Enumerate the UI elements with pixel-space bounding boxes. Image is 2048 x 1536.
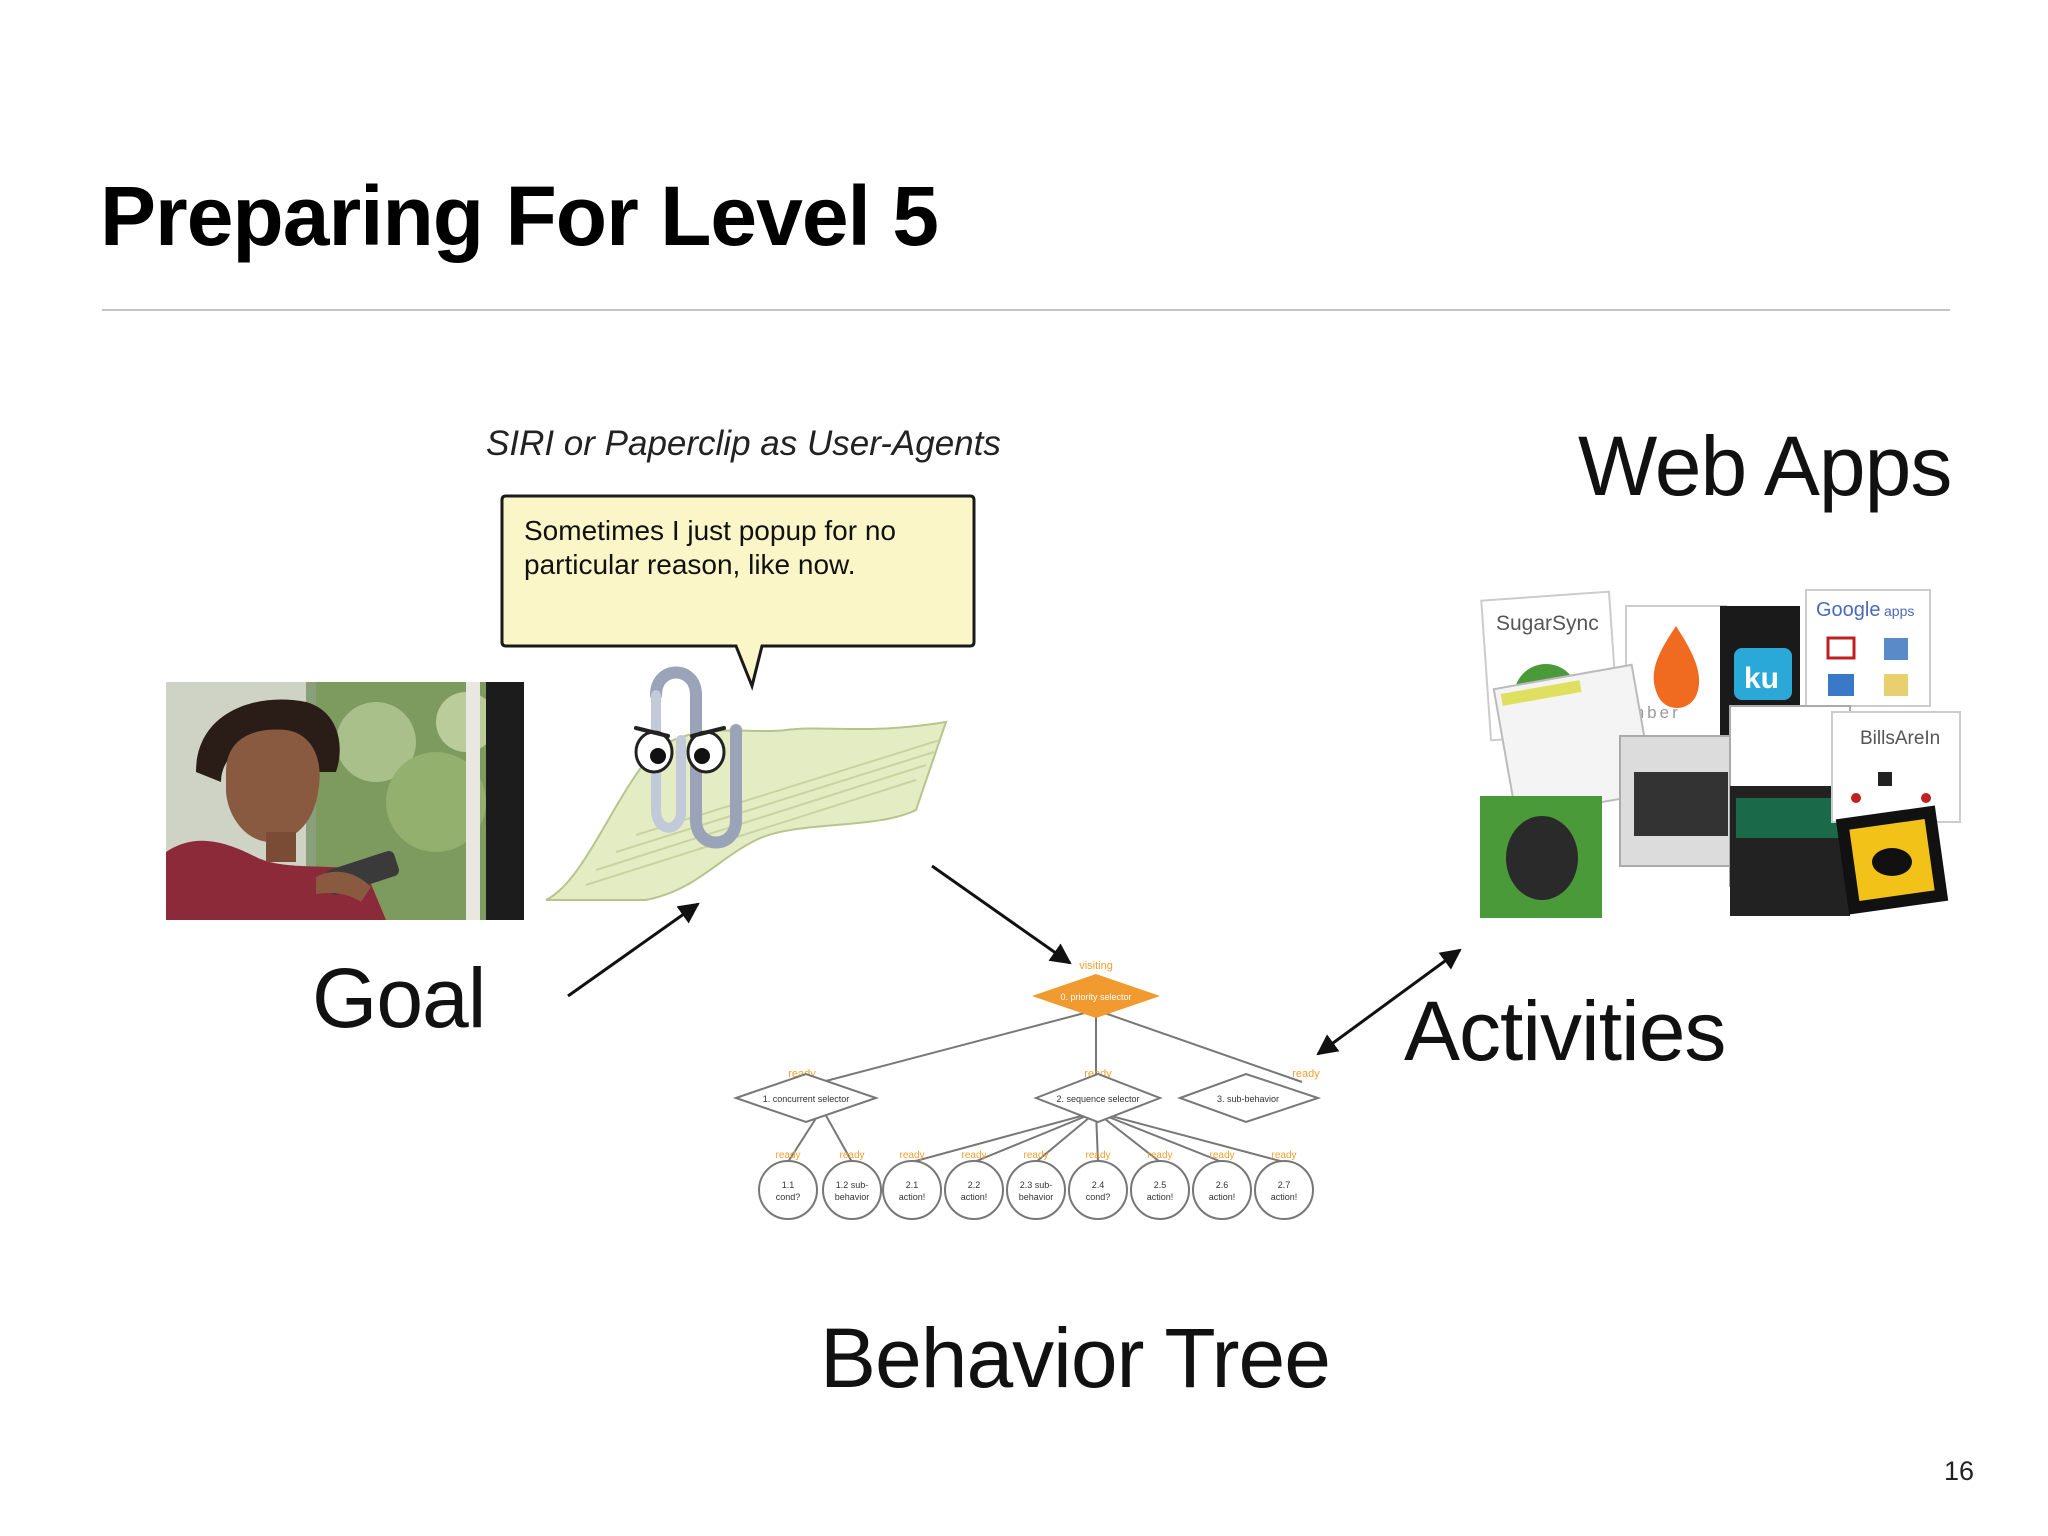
leaf-status: ready xyxy=(1085,1150,1110,1161)
leaf-status: ready xyxy=(839,1150,864,1161)
leaf-node-sublabel: action! xyxy=(961,1192,988,1202)
leaf-node-label: 2.1 xyxy=(906,1180,919,1190)
arrow-clippy-to-tree xyxy=(931,864,1072,965)
leaf-node-label: 2.7 xyxy=(1278,1180,1291,1190)
svg-text:3. sub-behavior: 3. sub-behavior xyxy=(1217,1094,1279,1104)
leaf-node-sublabel: cond? xyxy=(1086,1192,1111,1202)
google-logo-text: Google xyxy=(1816,599,1881,621)
leaf-node-sublabel: action! xyxy=(1147,1192,1174,1202)
leaf-node-sublabel: cond? xyxy=(776,1192,801,1202)
billsarein-card: BillsAreIn xyxy=(1831,711,1961,823)
speech-bubble xyxy=(500,494,976,691)
leaf-node-sublabel: behavior xyxy=(1019,1192,1054,1202)
leaf-node-label: 2.6 xyxy=(1216,1180,1229,1190)
gmail-icon xyxy=(1826,636,1856,660)
paperclip-body xyxy=(650,666,742,849)
node-sub-behavior xyxy=(1177,1072,1322,1124)
svg-text:2. sequence selector: 2. sequence selector xyxy=(1056,1094,1139,1104)
ku-logo-text: ku xyxy=(1744,662,1779,695)
n3-status: ready xyxy=(1292,1068,1320,1080)
leaf-node-label: 1.2 sub- xyxy=(836,1180,869,1190)
leaf-status: ready xyxy=(899,1150,924,1161)
root-status: visiting xyxy=(1079,960,1113,972)
leaf-node-circle xyxy=(1068,1160,1128,1220)
sites-icon xyxy=(1884,638,1908,660)
bubble-text-line1: Sometimes I just popup for no xyxy=(524,515,896,546)
video-card xyxy=(1619,735,1743,867)
leaf-node-circle xyxy=(1254,1160,1314,1220)
web-apps-collage: SugarSync mber ku Google apps Bi xyxy=(1480,589,1961,918)
behavior-tree-diagram: visiting 0. priority selector ready read… xyxy=(732,960,1322,1220)
clippy-assistant: Sometimes I just popup for no particular… xyxy=(500,494,976,901)
leaf-node-circle xyxy=(944,1160,1004,1220)
leaf-node-label: 2.2 xyxy=(968,1180,981,1190)
leaf-node-circle xyxy=(1130,1160,1190,1220)
sugarsync-logo-text: SugarSync xyxy=(1496,612,1599,635)
goal-label: Goal xyxy=(312,951,486,1045)
leaf-node-circle xyxy=(822,1160,882,1220)
leaf-node-sublabel: action! xyxy=(1271,1192,1298,1202)
twitter-bird-card xyxy=(1835,805,1949,915)
leaf-node-label: 2.3 sub- xyxy=(1020,1180,1053,1190)
leaf-node-circle xyxy=(1006,1160,1066,1220)
leaf-node-label: 2.5 xyxy=(1154,1180,1167,1190)
root-node xyxy=(1032,974,1160,1018)
caption-text: SIRI or Paperclip as User-Agents xyxy=(486,424,1001,463)
leaf-node-label: 1.1 xyxy=(782,1180,795,1190)
node-concurrent-selector xyxy=(732,1072,880,1124)
google-apps-card: Google apps xyxy=(1805,589,1931,707)
bubble-text-line2: particular reason, like now. xyxy=(524,549,856,580)
leaf-status: ready xyxy=(961,1150,986,1161)
leaf-node-circle xyxy=(1192,1160,1252,1220)
leaf-status: ready xyxy=(1023,1150,1048,1161)
google-apps-text: apps xyxy=(1884,603,1914,619)
arrow-tree-activities xyxy=(1316,948,1462,1056)
ember-text: mber xyxy=(1630,703,1681,722)
dashboard-card xyxy=(1729,705,1851,916)
leaf-status: ready xyxy=(1147,1150,1172,1161)
leaf-node-sublabel: behavior xyxy=(835,1192,870,1202)
slide-title: Preparing For Level 5 xyxy=(100,169,939,263)
page-number: 16 xyxy=(1944,1456,1975,1486)
leaf-node-circle xyxy=(758,1160,818,1220)
leaf-node-circle xyxy=(882,1160,942,1220)
docs-icon xyxy=(1884,674,1908,696)
node-sequence-selector xyxy=(1033,1072,1163,1124)
leaf-nodes: ready 1.1 cond? ready 1.2 sub-behavior ready 2… xyxy=(758,1150,1314,1220)
web-apps-label: Web Apps xyxy=(1578,419,1952,513)
leaf-status: ready xyxy=(1271,1150,1296,1161)
leaf-node-label: 2.4 xyxy=(1092,1180,1105,1190)
woman-phone-photo xyxy=(166,682,524,920)
leaf-status: ready xyxy=(775,1150,800,1161)
leaf-node-sublabel: action! xyxy=(899,1192,926,1202)
title-divider xyxy=(102,309,1950,311)
leaf-node-sublabel: action! xyxy=(1209,1192,1236,1202)
calendar-icon xyxy=(1828,674,1854,696)
behavior-tree-label: Behavior Tree xyxy=(820,1311,1331,1405)
leaf-status: ready xyxy=(1209,1150,1234,1161)
arrow-goal-to-clippy xyxy=(567,902,700,998)
billsarein-text: BillsAreIn xyxy=(1860,728,1940,749)
evernote-card xyxy=(1480,796,1602,918)
root-node-label: 0. priority selector xyxy=(1060,992,1131,1002)
ember-card: mber xyxy=(1625,605,1727,737)
svg-text:1. concurrent selector: 1. concurrent selector xyxy=(763,1094,850,1104)
